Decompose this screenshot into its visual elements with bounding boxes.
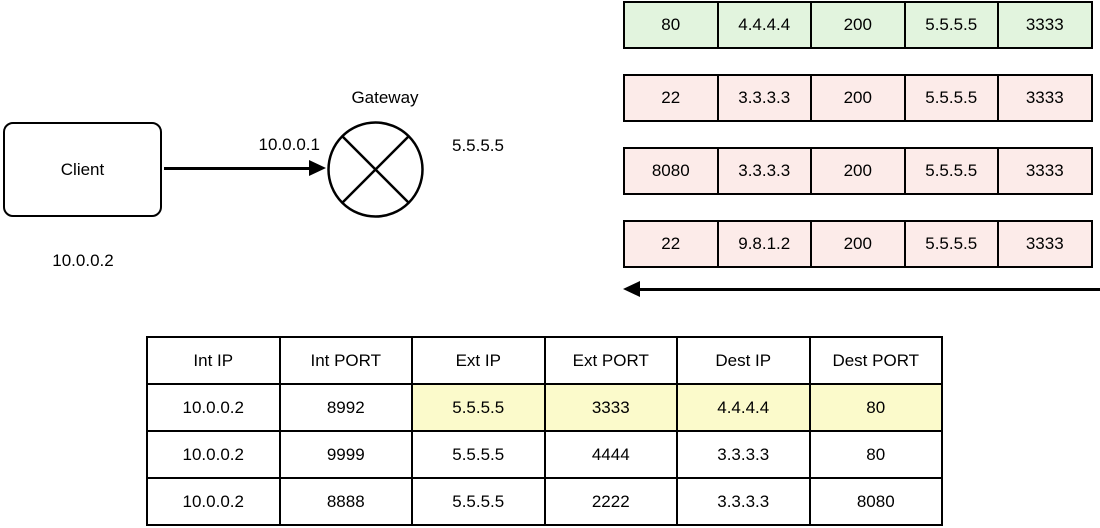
nat-cell: 3.3.3.3: [676, 430, 811, 479]
nat-table: Int IP Int PORT Ext IP Ext PORT Dest IP …: [146, 336, 943, 526]
nat-table-header: Int IP: [146, 336, 281, 385]
return-arrow-line: [638, 288, 1100, 291]
gateway-internal-ip-label: 10.0.0.1: [258, 135, 320, 154]
nat-cell: 8888: [278, 477, 413, 526]
nat-cell: 10.0.0.2: [146, 383, 281, 432]
packet-cell-dst-port: 3333: [997, 147, 1093, 195]
packet-cell-src-port: 22: [623, 74, 719, 122]
packet-cell-src-ip: 3.3.3.3: [716, 147, 812, 195]
client-to-gateway-arrow-line: [164, 167, 310, 170]
packet-row: 22 9.8.1.2 200 5.5.5.5 3333: [623, 220, 1093, 268]
packet-row: 22 3.3.3.3 200 5.5.5.5 3333: [623, 74, 1093, 122]
nat-table-header: Dest PORT: [808, 336, 943, 385]
client-node: Client: [3, 122, 162, 217]
nat-cell: 3.3.3.3: [676, 477, 811, 526]
nat-cell: 9999: [278, 430, 413, 479]
packet-cell-dst-ip: 5.5.5.5: [903, 220, 999, 268]
nat-table-header: Int PORT: [278, 336, 413, 385]
nat-cell: 8992: [278, 383, 413, 432]
nat-cell: 80: [808, 430, 943, 479]
packet-cell-src-ip: 9.8.1.2: [716, 220, 812, 268]
nat-table-row: 10.0.0.2 8888 5.5.5.5 2222 3.3.3.3 8080: [146, 477, 943, 526]
packet-cell-src-port: 80: [623, 1, 719, 49]
packet-cell-src-ip: 4.4.4.4: [716, 1, 812, 49]
nat-table-header: Ext PORT: [543, 336, 678, 385]
client-ip-label: 10.0.0.2: [52, 251, 114, 270]
packet-cell-dst-ip: 5.5.5.5: [903, 1, 999, 49]
arrow-left-icon: [623, 281, 640, 297]
nat-cell: 10.0.0.2: [146, 477, 281, 526]
packet-cell-dst-ip: 5.5.5.5: [903, 147, 999, 195]
nat-cell: 4.4.4.4: [676, 383, 811, 432]
nat-cell: 3333: [543, 383, 678, 432]
packet-cell-status: 200: [810, 220, 906, 268]
packet-cell-src-port: 8080: [623, 147, 719, 195]
gateway-external-ip-label: 5.5.5.5: [452, 136, 504, 155]
nat-table-header: Dest IP: [676, 336, 811, 385]
packet-row: 80 4.4.4.4 200 5.5.5.5 3333: [623, 1, 1093, 49]
packet-cell-dst-ip: 5.5.5.5: [903, 74, 999, 122]
nat-cell: 8080: [808, 477, 943, 526]
nat-table-row: 10.0.0.2 9999 5.5.5.5 4444 3.3.3.3 80: [146, 430, 943, 479]
arrow-right-icon: [309, 160, 326, 176]
packet-cell-status: 200: [810, 147, 906, 195]
packet-cell-src-port: 22: [623, 220, 719, 268]
packet-cell-dst-port: 3333: [997, 74, 1093, 122]
nat-cell: 5.5.5.5: [411, 383, 546, 432]
nat-cell: 5.5.5.5: [411, 430, 546, 479]
nat-table-header-row: Int IP Int PORT Ext IP Ext PORT Dest IP …: [146, 336, 943, 385]
packet-cell-dst-port: 3333: [997, 220, 1093, 268]
nat-cell: 10.0.0.2: [146, 430, 281, 479]
nat-cell: 4444: [543, 430, 678, 479]
gateway-node-icon: [327, 121, 424, 218]
packet-cell-src-ip: 3.3.3.3: [716, 74, 812, 122]
packet-cell-status: 200: [810, 74, 906, 122]
nat-cell: 80: [808, 383, 943, 432]
nat-cell: 2222: [543, 477, 678, 526]
packet-row: 8080 3.3.3.3 200 5.5.5.5 3333: [623, 147, 1093, 195]
nat-cell: 5.5.5.5: [411, 477, 546, 526]
packet-cell-dst-port: 3333: [997, 1, 1093, 49]
client-label: Client: [60, 159, 105, 179]
nat-table-header: Ext IP: [411, 336, 546, 385]
packet-cell-status: 200: [810, 1, 906, 49]
gateway-label: Gateway: [351, 88, 419, 107]
nat-table-row: 10.0.0.2 8992 5.5.5.5 3333 4.4.4.4 80: [146, 383, 943, 432]
